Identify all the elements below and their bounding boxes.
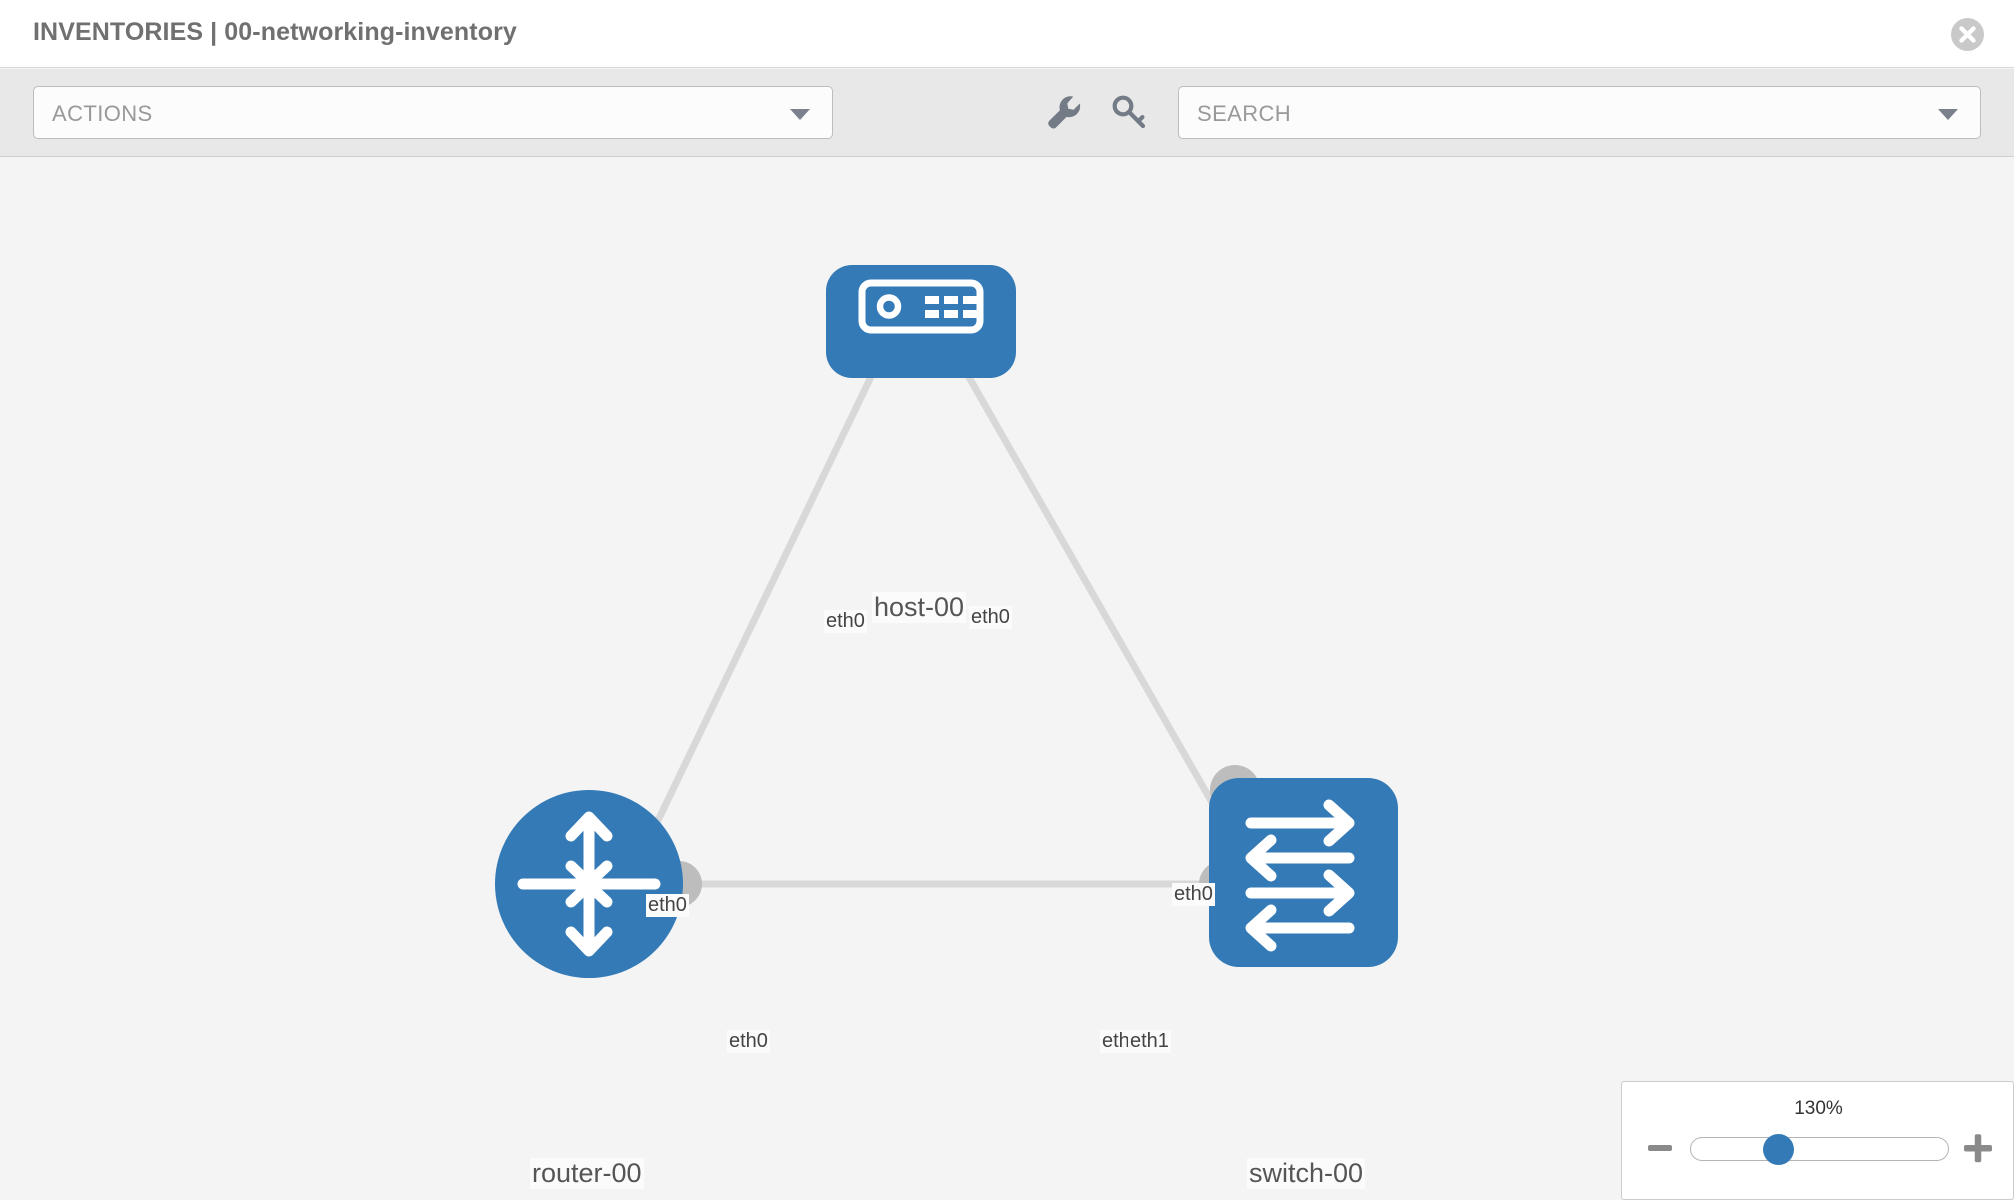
page-title: INVENTORIES | 00-networking-inventory: [33, 18, 517, 46]
edge-label-host-right: eth0: [969, 606, 1012, 629]
plus-icon[interactable]: [1962, 1132, 1994, 1164]
key-icon[interactable]: [1107, 89, 1153, 135]
zoom-control[interactable]: 130%: [1621, 1081, 2014, 1200]
toolbar: ACTIONS SEARCH: [0, 69, 2014, 157]
node-router-00[interactable]: [495, 790, 683, 978]
link-group: [636, 356, 1242, 888]
node-label-router-00: router-00: [530, 1158, 644, 1189]
node-switch-00[interactable]: [1209, 778, 1398, 967]
topology-graph: [495, 265, 1398, 978]
zoom-slider-thumb[interactable]: [1763, 1134, 1794, 1165]
edge-label-switch-left: eth1: [1128, 1030, 1171, 1053]
node-label-switch-00: switch-00: [1247, 1158, 1366, 1189]
node-label-host-00: host-00: [872, 592, 967, 623]
link-host-switch[interactable]: [954, 356, 1242, 850]
app-header: INVENTORIES | 00-networking-inventory: [0, 0, 2014, 68]
edge-label-host-left: eth0: [824, 610, 867, 633]
close-icon[interactable]: [1951, 18, 1984, 51]
search-input[interactable]: SEARCH: [1178, 86, 1981, 139]
link-host-router[interactable]: [636, 356, 884, 860]
edge-label-switch-up: eth0: [1172, 883, 1215, 906]
edge-label-switch-left-underlay: eth: [1100, 1030, 1132, 1053]
zoom-percent-label: 130%: [1794, 1098, 1843, 1119]
actions-dropdown[interactable]: ACTIONS: [33, 86, 833, 139]
switch-arrows-icon: [1245, 799, 1355, 952]
edge-label-router-right: eth0: [727, 1030, 770, 1053]
search-placeholder: SEARCH: [1197, 101, 1292, 126]
node-host-00[interactable]: [826, 265, 1016, 378]
chevron-down-icon: [790, 109, 810, 120]
zoom-slider-track[interactable]: [1690, 1137, 1949, 1161]
topology-canvas[interactable]: host-00 router-00 switch-00 eth0 eth0 et…: [0, 158, 2014, 1200]
chevron-down-icon[interactable]: [1938, 109, 1958, 120]
wrench-icon[interactable]: [1040, 89, 1086, 135]
router-arrows-icon: [517, 811, 661, 957]
server-icon: [858, 279, 984, 334]
edge-label-router-up: eth0: [646, 894, 689, 917]
minus-icon[interactable]: [1646, 1134, 1674, 1162]
actions-dropdown-label: ACTIONS: [52, 101, 153, 126]
